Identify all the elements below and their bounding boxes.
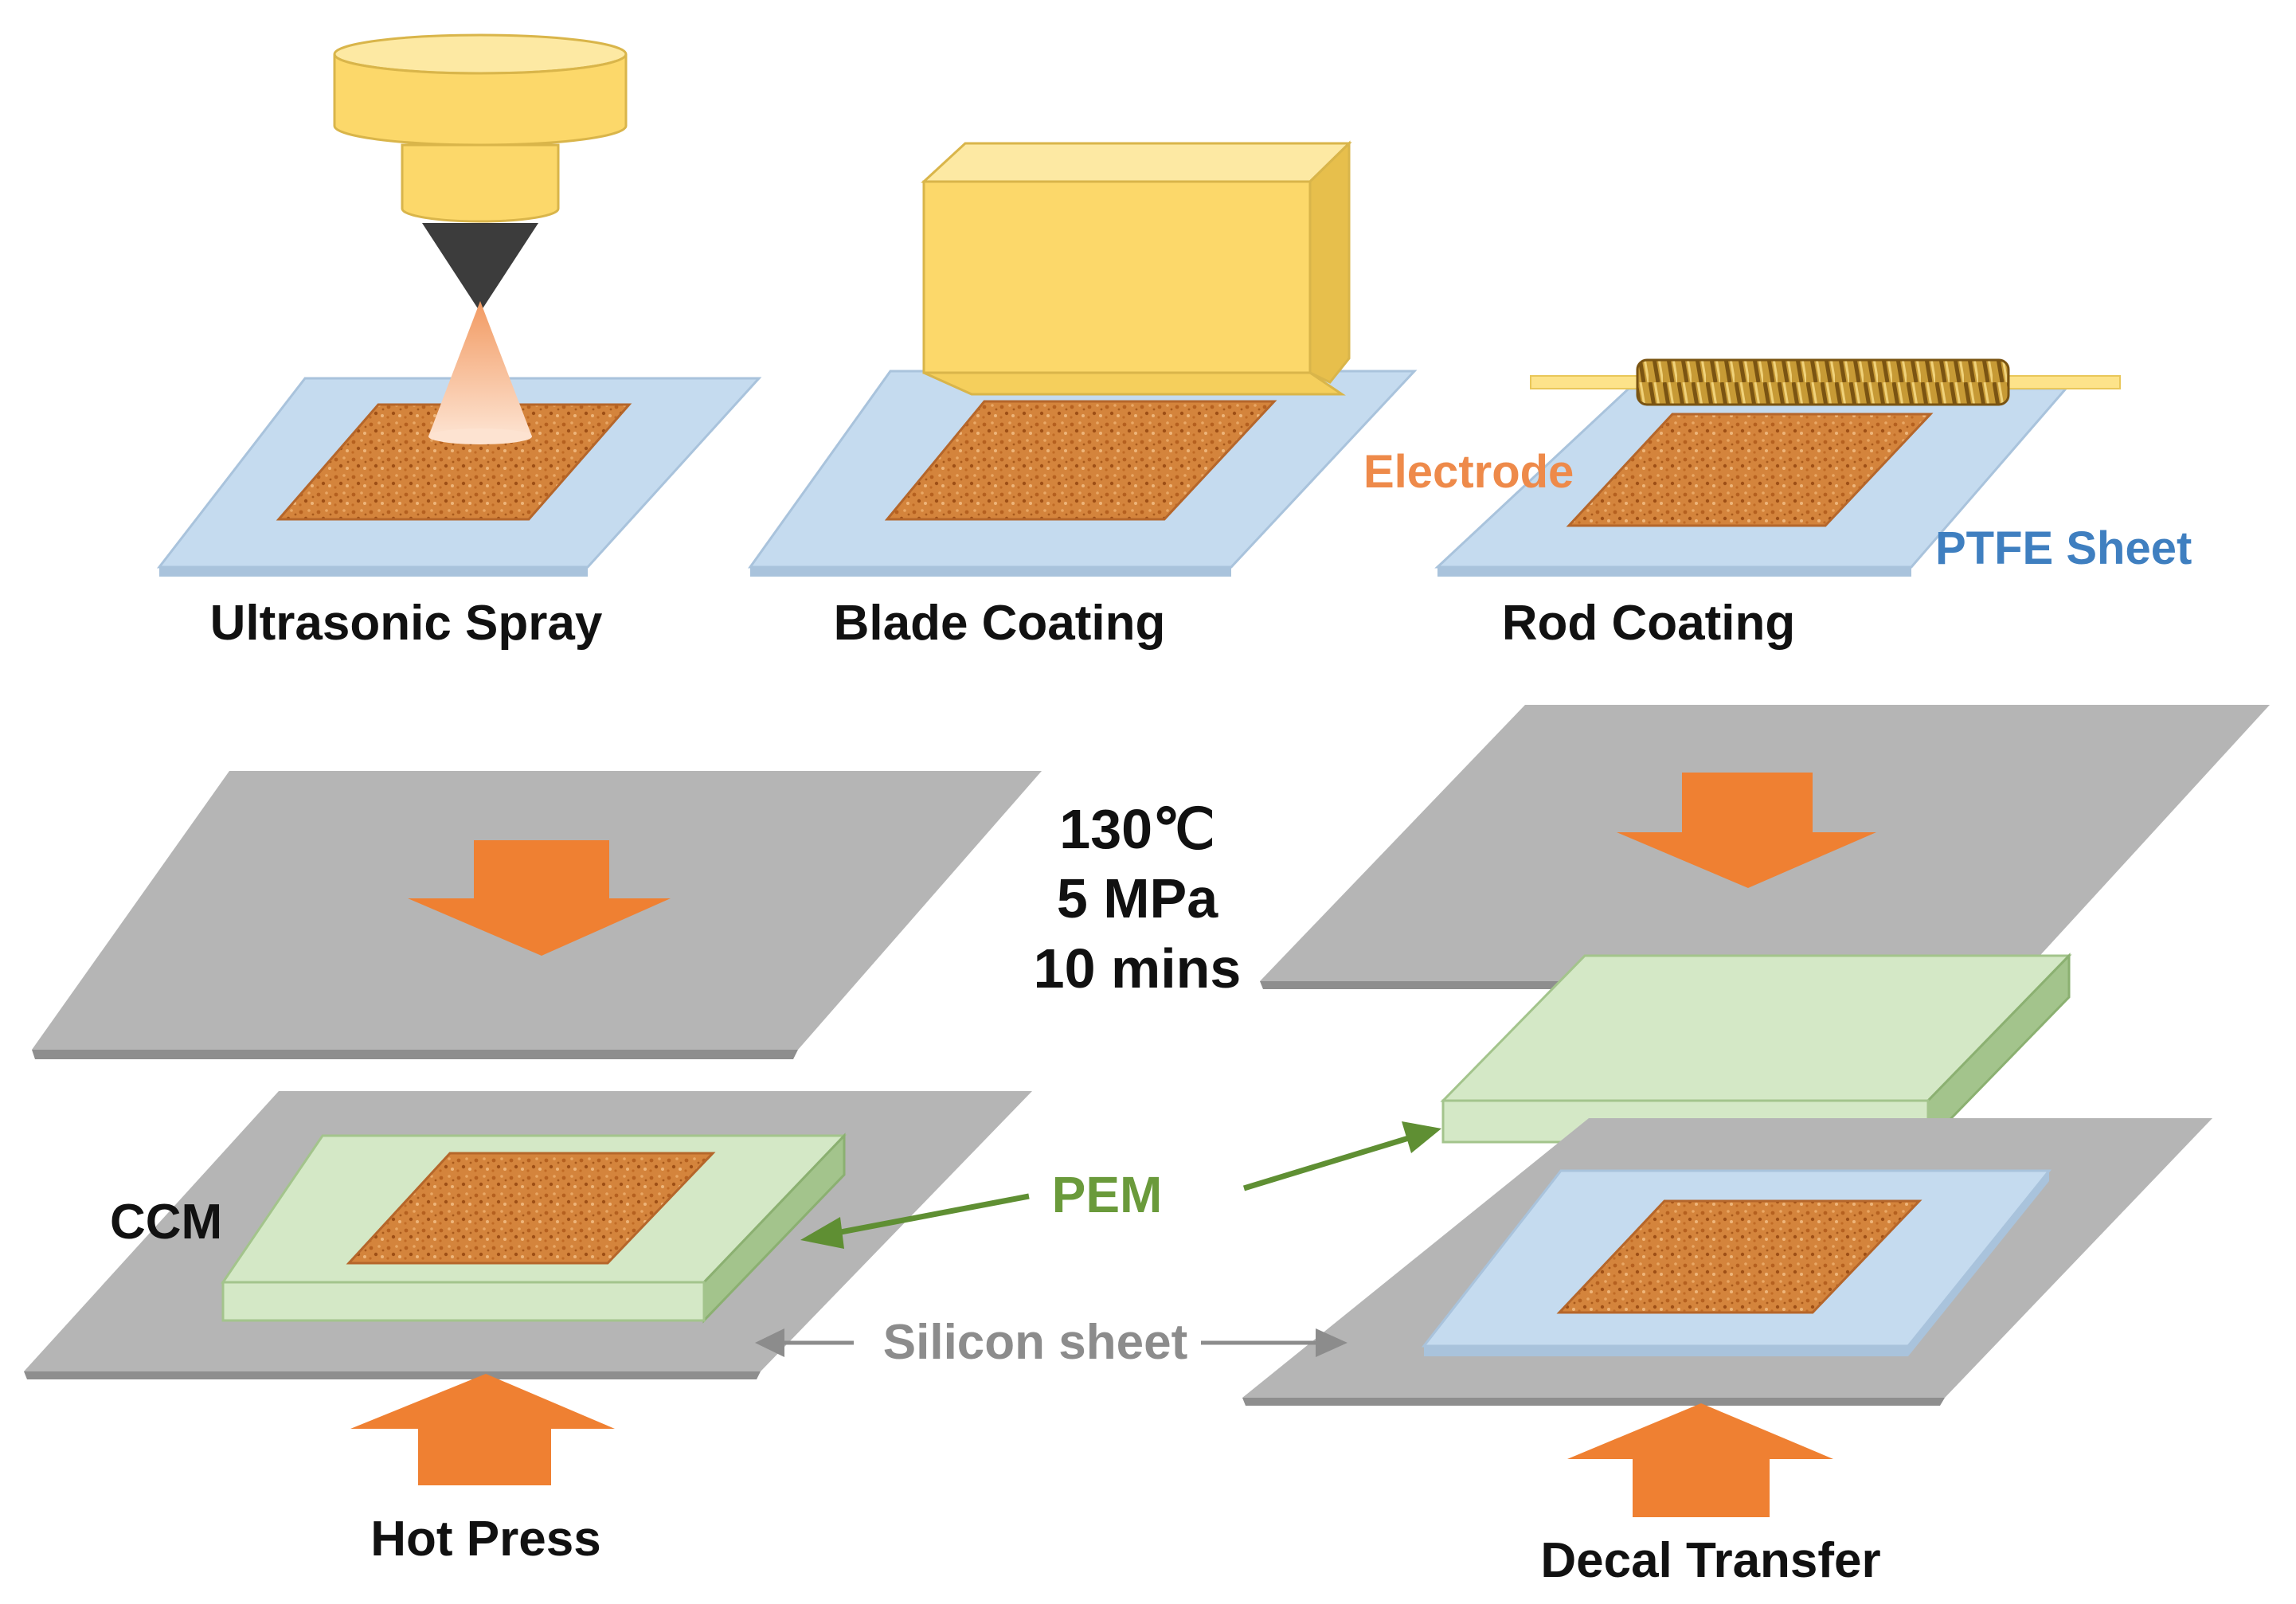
blade-block-top: [921, 142, 1352, 183]
pem-arrow-right-head: [1402, 1121, 1441, 1153]
decal-transfer-label: Decal Transfer: [1540, 1533, 1880, 1588]
pem-arrow-left-head: [800, 1217, 844, 1249]
nozzle-tip: [422, 223, 538, 312]
pem-label: PEM: [1052, 1166, 1163, 1223]
hot-press-up-arrow: [350, 1374, 615, 1485]
ptfe-sheet-3-edge: [1437, 567, 1911, 577]
blade-coating-panel: Blade Coating: [748, 140, 1418, 651]
electrode-1: [276, 403, 632, 521]
temperature-label: 130℃: [1059, 798, 1214, 860]
silicon-arrow-left-head: [755, 1328, 784, 1357]
ptfe-sheet-1-edge: [159, 567, 588, 577]
pem-arrow-left-line: [827, 1193, 1030, 1238]
decal-up-arrow: [1567, 1403, 1833, 1517]
ccm-electrode: [346, 1152, 716, 1265]
rod-coating-panel: Electrode PTFE Sheet Rod Coating: [1363, 358, 2192, 651]
ultrasonic-spray-panel: Ultrasonic Spray: [156, 33, 762, 651]
ptfe-sheet-2-edge: [750, 567, 1231, 577]
hot-press-label: Hot Press: [370, 1512, 600, 1567]
blade-coating-label: Blade Coating: [834, 596, 1166, 651]
decal-bottom-plate-edge: [1242, 1398, 1945, 1406]
hot-press-stack: CCM Hot Press: [24, 771, 1042, 1567]
nozzle-body: [333, 53, 628, 147]
ultrasonic-spray-label: Ultrasonic Spray: [210, 596, 603, 651]
hot-press-top-plate-edge: [32, 1050, 798, 1059]
decal-down-arrow: [1617, 773, 1876, 888]
hot-press-down-arrow: [408, 840, 671, 956]
decal-transfer-stack: Decal Transfer: [1242, 705, 2270, 1588]
electrode-3: [1566, 413, 1934, 527]
blade-block-side: [1308, 140, 1351, 384]
blade-edge: [923, 371, 1346, 396]
spray-cone: [428, 301, 532, 436]
hot-press-bottom-plate-edge: [24, 1371, 761, 1379]
silicon-arrow-right-head: [1316, 1328, 1347, 1357]
rod-spring: [1636, 358, 2010, 406]
decal-electrode: [1556, 1199, 1922, 1314]
ptfe-sheet-label: PTFE Sheet: [1935, 522, 2192, 574]
ccm-pem-front: [221, 1281, 706, 1322]
decal-ptfe-side: [1908, 1171, 2049, 1356]
pressure-label: 5 MPa: [1057, 867, 1218, 929]
rod-coating-label: Rod Coating: [1502, 596, 1796, 651]
annotations: PEM Silicon sheet: [755, 1121, 1441, 1370]
blade-block-front: [922, 180, 1312, 374]
electrode-2: [884, 400, 1277, 521]
silicon-sheet-label: Silicon sheet: [883, 1315, 1187, 1370]
spray-cone-base: [428, 428, 532, 444]
electrode-label: Electrode: [1363, 446, 1574, 498]
duration-label: 10 mins: [1034, 937, 1242, 1000]
decal-ptfe-front: [1424, 1346, 1908, 1356]
nozzle-neck: [401, 143, 560, 223]
press-conditions: 130℃ 5 MPa 10 mins: [1034, 798, 1242, 1000]
pem-arrow-right-line: [1242, 1134, 1413, 1191]
ccm-label: CCM: [110, 1195, 222, 1250]
